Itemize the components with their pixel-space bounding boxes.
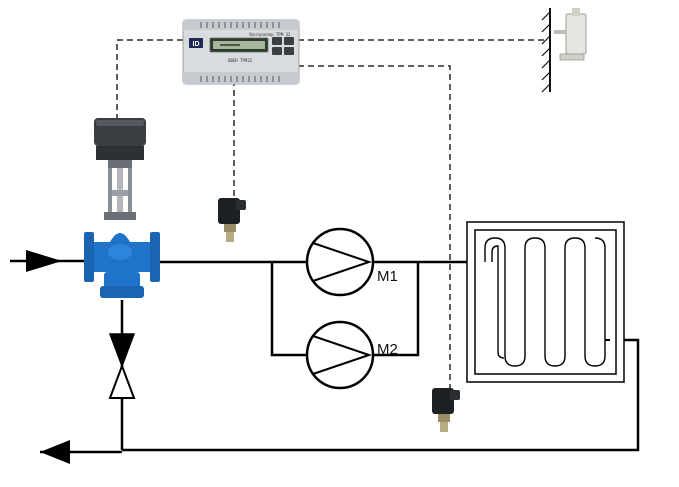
- controller-caption: Контроллер ТРМ 32: [250, 32, 292, 37]
- pipe-bypass-return: [373, 262, 420, 357]
- flow-arrow-icon: [40, 440, 70, 464]
- outdoor-sensor-housing: [565, 13, 587, 55]
- temperature-sensor-icon: [218, 198, 246, 242]
- pump-1: M1: [305, 227, 398, 297]
- pump-icon: [305, 227, 375, 297]
- pump-1-label: M1: [377, 268, 398, 285]
- actuator-base: [96, 146, 144, 160]
- controller-model: ОВЕН ТРМ32: [228, 58, 253, 63]
- signal-lines: [116, 39, 545, 390]
- check-valve-icon: [108, 333, 136, 399]
- flow-arrow-icon: [26, 250, 62, 272]
- temperature-sensor-icon: [432, 388, 460, 432]
- controller-keypad: [272, 37, 294, 55]
- exchanger-coil: [484, 237, 606, 367]
- controller-logo-text: ID: [193, 41, 200, 48]
- controller: ID Контроллер ТРМ 32 ОВЕН ТРМ32: [182, 19, 300, 85]
- pump-2-label: M2: [377, 341, 398, 358]
- heat-exchanger-icon: [466, 221, 625, 383]
- regulating-valve-icon: [84, 118, 160, 298]
- signal-line-actuator: [116, 39, 190, 120]
- controller-logo: [189, 38, 203, 48]
- pump-icon: [305, 320, 375, 390]
- signal-line-return-sensor: [298, 65, 451, 390]
- pump-2: M2: [305, 320, 398, 390]
- pipe-bypass: [270, 262, 307, 357]
- outdoor-sensor: [541, 8, 587, 93]
